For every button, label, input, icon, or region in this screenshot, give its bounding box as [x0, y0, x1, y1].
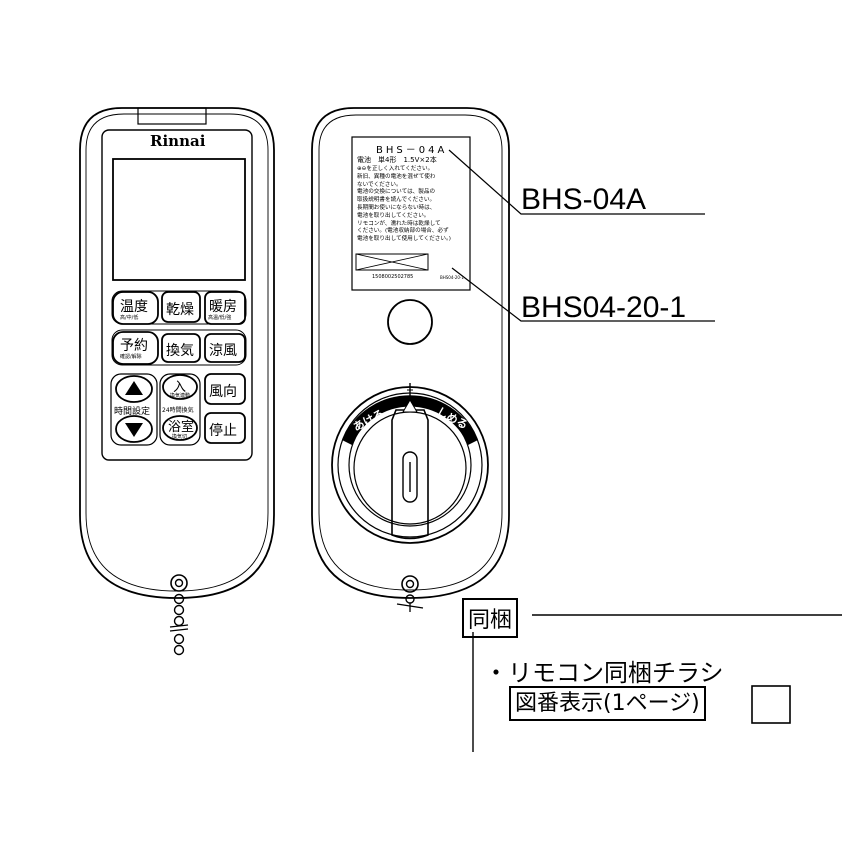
label-note-line: 長期間お使いにならない時は、 — [357, 204, 436, 211]
label-24h: 24時間換気 — [162, 407, 194, 414]
label-note-line: ないでください。 — [357, 181, 402, 188]
label-danbou: 暖房 — [209, 299, 237, 315]
label-barcode-number: 1508002502785 — [372, 274, 414, 280]
remote-strap-right — [396, 575, 424, 612]
remote-back-body — [311, 107, 510, 599]
dial-triangle-icon — [402, 399, 418, 413]
button-iri[interactable] — [162, 374, 198, 400]
button-row-2-frame — [111, 329, 247, 366]
label-note-line: 電池を取り出してください。 — [357, 212, 430, 219]
label-kansou: 乾燥 — [166, 302, 194, 318]
label-yoyaku: 予約 — [120, 338, 148, 354]
label-note-line: リモコンが、濡れた時は乾燥して — [357, 220, 441, 227]
bundle-bracket — [472, 614, 842, 752]
label-teishi: 停止 — [209, 423, 237, 439]
label-notes: ⊕⊖を正しく入れてください。 新旧、異種の電池を混ぜて使わ ないでください。 電… — [357, 166, 469, 244]
bundle-ref: 図番表示(1ページ) — [509, 686, 706, 721]
label-barcode-box — [355, 253, 429, 271]
label-yoyaku-sub: 確認/解除 — [120, 354, 142, 360]
label-ondo-sub: 高/中/低 — [120, 315, 139, 321]
brand-logo: Rinnai — [150, 132, 206, 150]
arrow-down-icon — [125, 423, 143, 437]
callout-label-part: BHS04-20-1 — [521, 291, 687, 324]
label-code-small: BHS04-20-1 — [440, 275, 464, 280]
label-note-line: 取扱説明書を読んでください。 — [357, 197, 436, 204]
label-fuukou: 風向 — [209, 384, 237, 400]
remote-back — [311, 107, 510, 599]
ventilation-frame — [159, 373, 201, 446]
label-jikan-settei: 時間設定 — [114, 407, 151, 417]
label-ryoufuu: 涼風 — [209, 343, 237, 359]
remote-top-tab — [137, 107, 207, 125]
bundle-item: ・リモコン同梱チラシ — [484, 659, 724, 687]
button-yoyaku[interactable] — [112, 331, 159, 365]
label-battery: 電池 単4形 1.5V×2本 — [357, 156, 437, 164]
dial-slot — [402, 451, 418, 503]
hang-hole — [387, 299, 433, 345]
label-iri-sub: 換気連動 — [170, 393, 191, 399]
button-kanki[interactable] — [161, 333, 201, 363]
bundle-checkbox[interactable] — [751, 685, 791, 724]
button-teishi[interactable] — [204, 412, 246, 444]
remote-panel — [101, 129, 253, 461]
button-up[interactable] — [115, 375, 153, 403]
remote-body — [79, 107, 275, 599]
back-label — [351, 136, 471, 291]
label-kanki: 換気 — [166, 343, 194, 359]
button-ryoufuu[interactable] — [204, 333, 246, 363]
dial-knob-grip[interactable] — [391, 409, 429, 540]
time-set-frame — [110, 373, 158, 446]
remote-front — [79, 107, 275, 599]
label-danbou-sub: 高温/低/強 — [208, 315, 232, 321]
button-kansou[interactable] — [161, 291, 201, 323]
label-note-line: 電池を取り出して使用してください。) — [357, 236, 451, 243]
remote-body-inner — [85, 113, 269, 592]
callout-leaders — [448, 149, 715, 322]
label-yokushitsu: 浴室 — [168, 420, 195, 435]
remote-strap-left — [169, 574, 189, 656]
button-ondo[interactable] — [112, 291, 159, 325]
label-ondo: 温度 — [120, 299, 148, 315]
label-note-line: ください。(電池収納部の場合、必ず — [357, 228, 449, 235]
remote-back-inner — [318, 114, 503, 591]
dial-text-band — [342, 395, 478, 445]
label-model: BHS－04A — [376, 145, 448, 156]
label-note-line: 新旧、異種の電池を混ぜて使わ — [357, 173, 436, 180]
button-down[interactable] — [115, 415, 153, 443]
button-row-1-frame — [111, 290, 247, 325]
label-note-line: 電池の交換については、製品の — [357, 189, 436, 196]
bundle-title: 同梱 — [462, 598, 519, 638]
label-note-line: ⊕⊖を正しく入れてください。 — [357, 166, 434, 172]
remote-display — [112, 158, 246, 281]
callout-model: BHS-04A — [521, 183, 647, 216]
button-yokushitsu[interactable] — [162, 415, 198, 441]
arrow-up-icon — [125, 381, 143, 395]
label-yokushitsu-sub: 換気切 — [172, 434, 188, 440]
button-danbou[interactable] — [204, 291, 246, 325]
label-iri: 入 — [173, 380, 187, 395]
button-fuukou[interactable] — [204, 373, 246, 405]
